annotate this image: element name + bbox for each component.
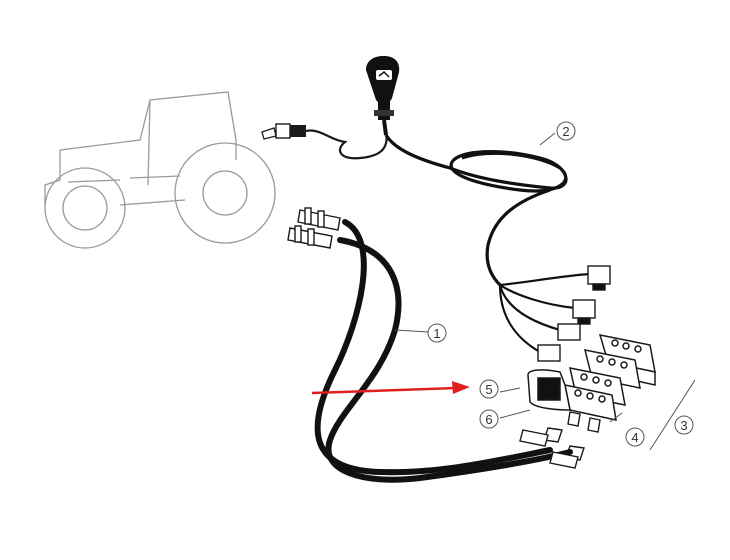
control-cable-harness — [305, 124, 388, 160]
branch-wires — [498, 272, 591, 353]
callout-1-label: 1 — [433, 326, 440, 341]
callout-1-circle — [427, 323, 447, 343]
solenoid-plugs — [537, 265, 611, 362]
callout-labels: 1 2 3 4 5 6 — [433, 124, 687, 445]
callout-leaders — [394, 132, 696, 451]
callout-6-label: 6 — [485, 412, 492, 427]
callout-5-label: 5 — [485, 382, 492, 397]
callout-2-circle — [556, 121, 576, 141]
hydraulic-hoses — [314, 219, 573, 483]
callout-circles — [427, 121, 694, 447]
callout-4-label: 4 — [631, 430, 638, 445]
callout-3-circle — [674, 415, 694, 435]
callout-3-label: 3 — [680, 418, 687, 433]
callout-2-label: 2 — [562, 124, 569, 139]
joystick-lever — [366, 56, 400, 136]
tractor-outline — [44, 91, 276, 249]
quick-couplers — [287, 207, 579, 469]
callout-5-circle — [479, 379, 499, 399]
connector-plug — [261, 123, 306, 140]
callout-6-circle — [479, 409, 499, 429]
coiled-control-cable — [384, 134, 568, 287]
callout-4-circle — [625, 427, 645, 447]
highlight-arrow — [311, 381, 470, 395]
valve-block-stack — [527, 334, 656, 421]
